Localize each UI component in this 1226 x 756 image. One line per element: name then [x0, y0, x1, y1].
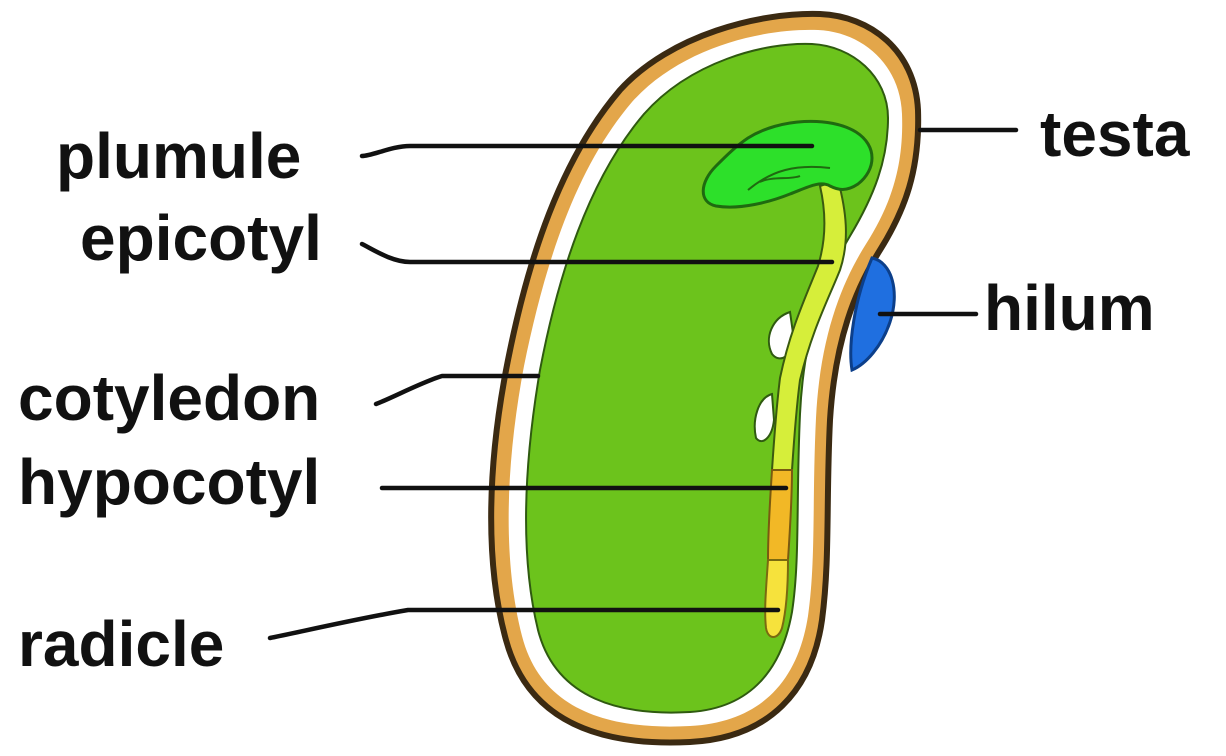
hilum-label: hilum [984, 272, 1155, 344]
testa-label: testa [1040, 98, 1190, 170]
plumule-label: plumule [56, 120, 301, 192]
radicle-label: radicle [18, 608, 224, 680]
hypocotyl-label: hypocotyl [18, 446, 320, 518]
cotyledon-label: cotyledon [18, 362, 320, 434]
epicotyl-label: epicotyl [80, 202, 322, 274]
hypocotyl-region [768, 470, 792, 560]
